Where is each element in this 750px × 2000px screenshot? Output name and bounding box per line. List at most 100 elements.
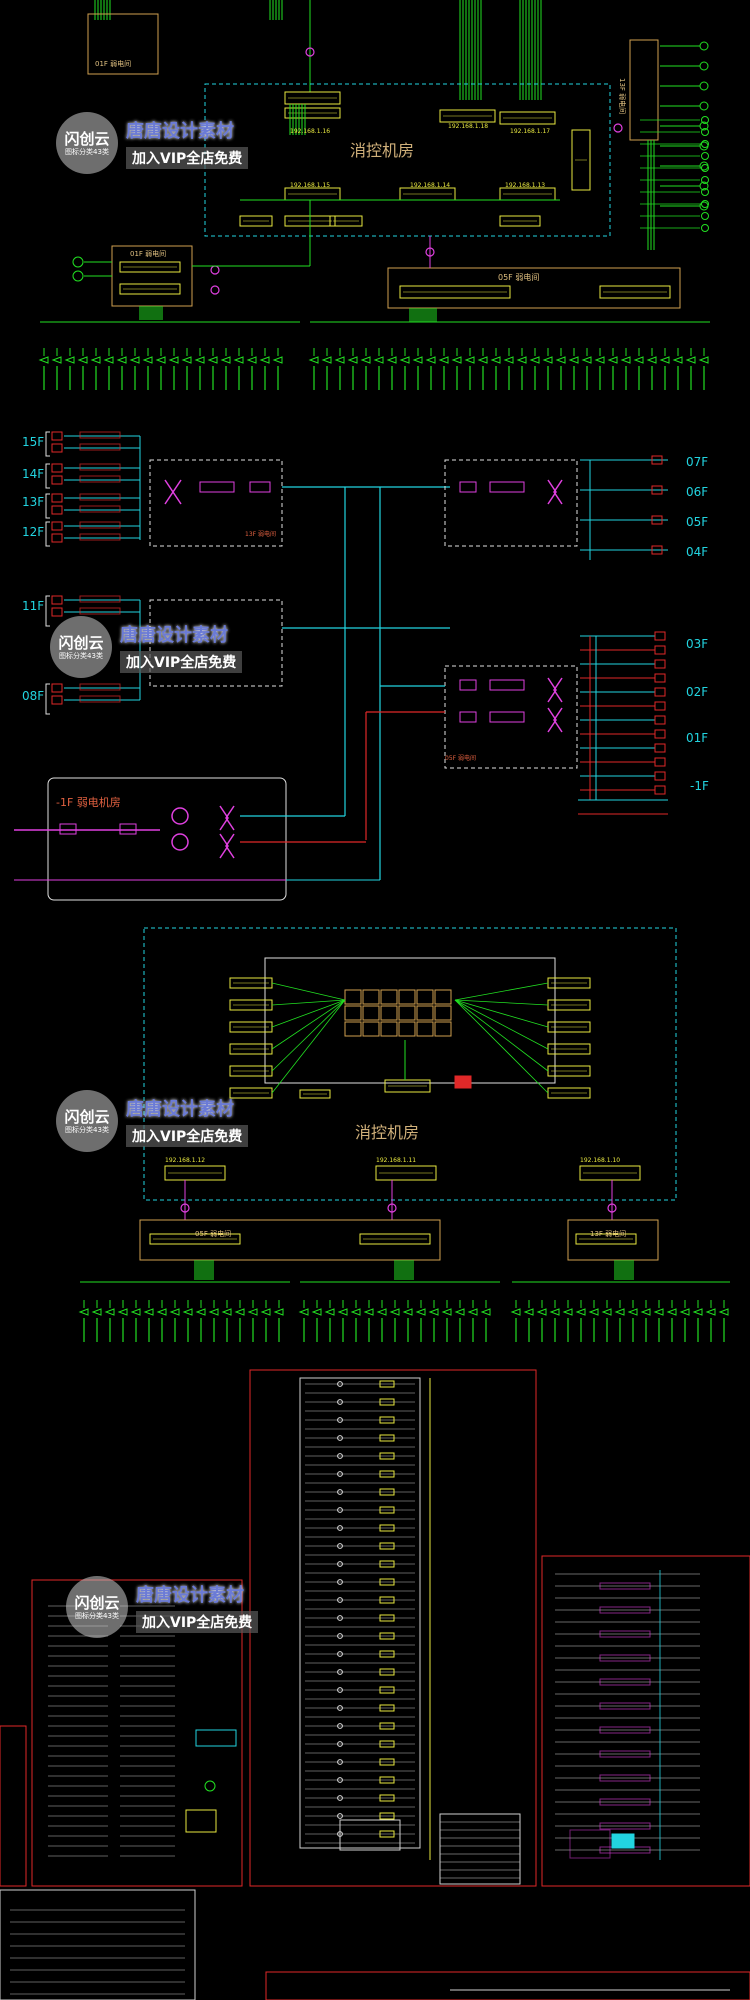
camera-icon xyxy=(90,356,101,364)
cable-tag xyxy=(79,463,121,471)
camera-icon xyxy=(701,140,709,148)
camera-icon xyxy=(666,1308,677,1316)
terminal-tag xyxy=(379,1596,395,1604)
schedule-tag xyxy=(599,1702,651,1710)
rack-unit xyxy=(398,1005,416,1021)
camera-icon xyxy=(321,356,332,364)
camera-icon xyxy=(389,1308,400,1316)
camera-icon xyxy=(653,1308,664,1316)
rack-unit xyxy=(380,1021,398,1037)
port-icon xyxy=(654,645,666,655)
camera-icon xyxy=(412,356,423,364)
camera-icon xyxy=(523,1308,534,1316)
camera-tag xyxy=(83,1318,85,1342)
camera-icon xyxy=(490,356,501,364)
camera-tag xyxy=(278,1318,280,1342)
terminal-icon xyxy=(337,1759,343,1765)
camera-icon xyxy=(376,1308,387,1316)
port-icon xyxy=(51,595,63,605)
terminal-icon xyxy=(337,1417,343,1423)
camera-tag xyxy=(528,1318,530,1342)
camera-tag xyxy=(109,1318,111,1342)
camera-tag xyxy=(316,1318,318,1342)
camera-tag xyxy=(651,366,653,390)
room-05f-label: 05F 弱电间 xyxy=(445,754,476,762)
fiber-splitter-icon xyxy=(547,707,563,733)
camera-tag xyxy=(482,366,484,390)
camera-icon xyxy=(464,356,475,364)
camera-icon xyxy=(142,356,153,364)
camera-tag xyxy=(638,366,640,390)
rack-unit xyxy=(344,1021,362,1037)
floor-11f: 11F xyxy=(22,599,44,613)
watermark-logo: 闪创云图标分类43类 xyxy=(50,616,112,678)
top-network-section xyxy=(38,0,710,390)
camera-icon xyxy=(415,1308,426,1316)
switch-box xyxy=(284,91,341,105)
floor-01f: 01F xyxy=(686,731,708,745)
watermark-line2: 加入VIP全店免费 xyxy=(136,1611,259,1633)
floor-bracket xyxy=(45,493,50,519)
camera-tag xyxy=(456,366,458,390)
terminal-tag xyxy=(379,1812,395,1820)
cable-tag xyxy=(79,493,121,501)
camera-icon xyxy=(311,1308,322,1316)
port-icon xyxy=(654,757,666,767)
camera-icon xyxy=(699,121,709,131)
camera-tag xyxy=(186,366,188,390)
camera-tag xyxy=(212,366,214,390)
terminal-icon xyxy=(337,1651,343,1657)
camera-tag xyxy=(710,1318,712,1342)
camera-tag xyxy=(355,1318,357,1342)
camera-tag xyxy=(515,1318,517,1342)
camera-icon xyxy=(273,1308,284,1316)
cable-tag xyxy=(79,505,121,513)
terminal-tag xyxy=(379,1398,395,1406)
camera-icon xyxy=(607,356,618,364)
schedule-tag xyxy=(599,1630,651,1638)
camera-tag xyxy=(368,1318,370,1342)
camera-tag xyxy=(472,1318,474,1342)
panel-edge-left xyxy=(0,1725,27,1887)
camera-icon xyxy=(633,356,644,364)
camera-icon xyxy=(194,356,205,364)
device-box xyxy=(359,1233,431,1245)
lower-ip-2: 192.168.1.11 xyxy=(376,1157,416,1164)
camera-icon xyxy=(169,1308,180,1316)
camera-tag xyxy=(677,366,679,390)
camera-tag xyxy=(430,366,432,390)
camera-icon xyxy=(705,1308,716,1316)
camera-icon xyxy=(536,1308,547,1316)
floor-05f: 05F xyxy=(686,515,708,529)
rack-unit xyxy=(344,989,362,1005)
camera-icon xyxy=(699,101,709,111)
wire xyxy=(454,982,549,1001)
camera-tag xyxy=(664,366,666,390)
camera-icon xyxy=(679,1308,690,1316)
camera-icon xyxy=(594,356,605,364)
terminal-icon xyxy=(337,1507,343,1513)
camera-tag xyxy=(547,366,549,390)
camera-tag xyxy=(573,366,575,390)
terminal-icon xyxy=(337,1597,343,1603)
terminal-tag xyxy=(379,1578,395,1586)
port-icon xyxy=(654,743,666,753)
lower-f13-label: 13F 弱电间 xyxy=(590,1229,626,1238)
camera-icon xyxy=(77,356,88,364)
camera-tag xyxy=(96,1318,98,1342)
terminal-tag xyxy=(379,1452,395,1460)
camera-icon xyxy=(347,356,358,364)
camera-tag xyxy=(251,366,253,390)
port-icon xyxy=(651,515,663,525)
camera-icon xyxy=(699,181,709,191)
camera-icon xyxy=(156,1308,167,1316)
camera-icon xyxy=(701,116,709,124)
camera-tag xyxy=(560,366,562,390)
camera-tag xyxy=(391,366,393,390)
device-box xyxy=(239,215,273,227)
port-icon xyxy=(51,683,63,693)
middle-fiber-section xyxy=(14,431,668,901)
splitter-icon xyxy=(171,833,189,851)
room-11f-box xyxy=(149,599,283,687)
lower-ip-3: 192.168.1.10 xyxy=(580,1157,620,1164)
